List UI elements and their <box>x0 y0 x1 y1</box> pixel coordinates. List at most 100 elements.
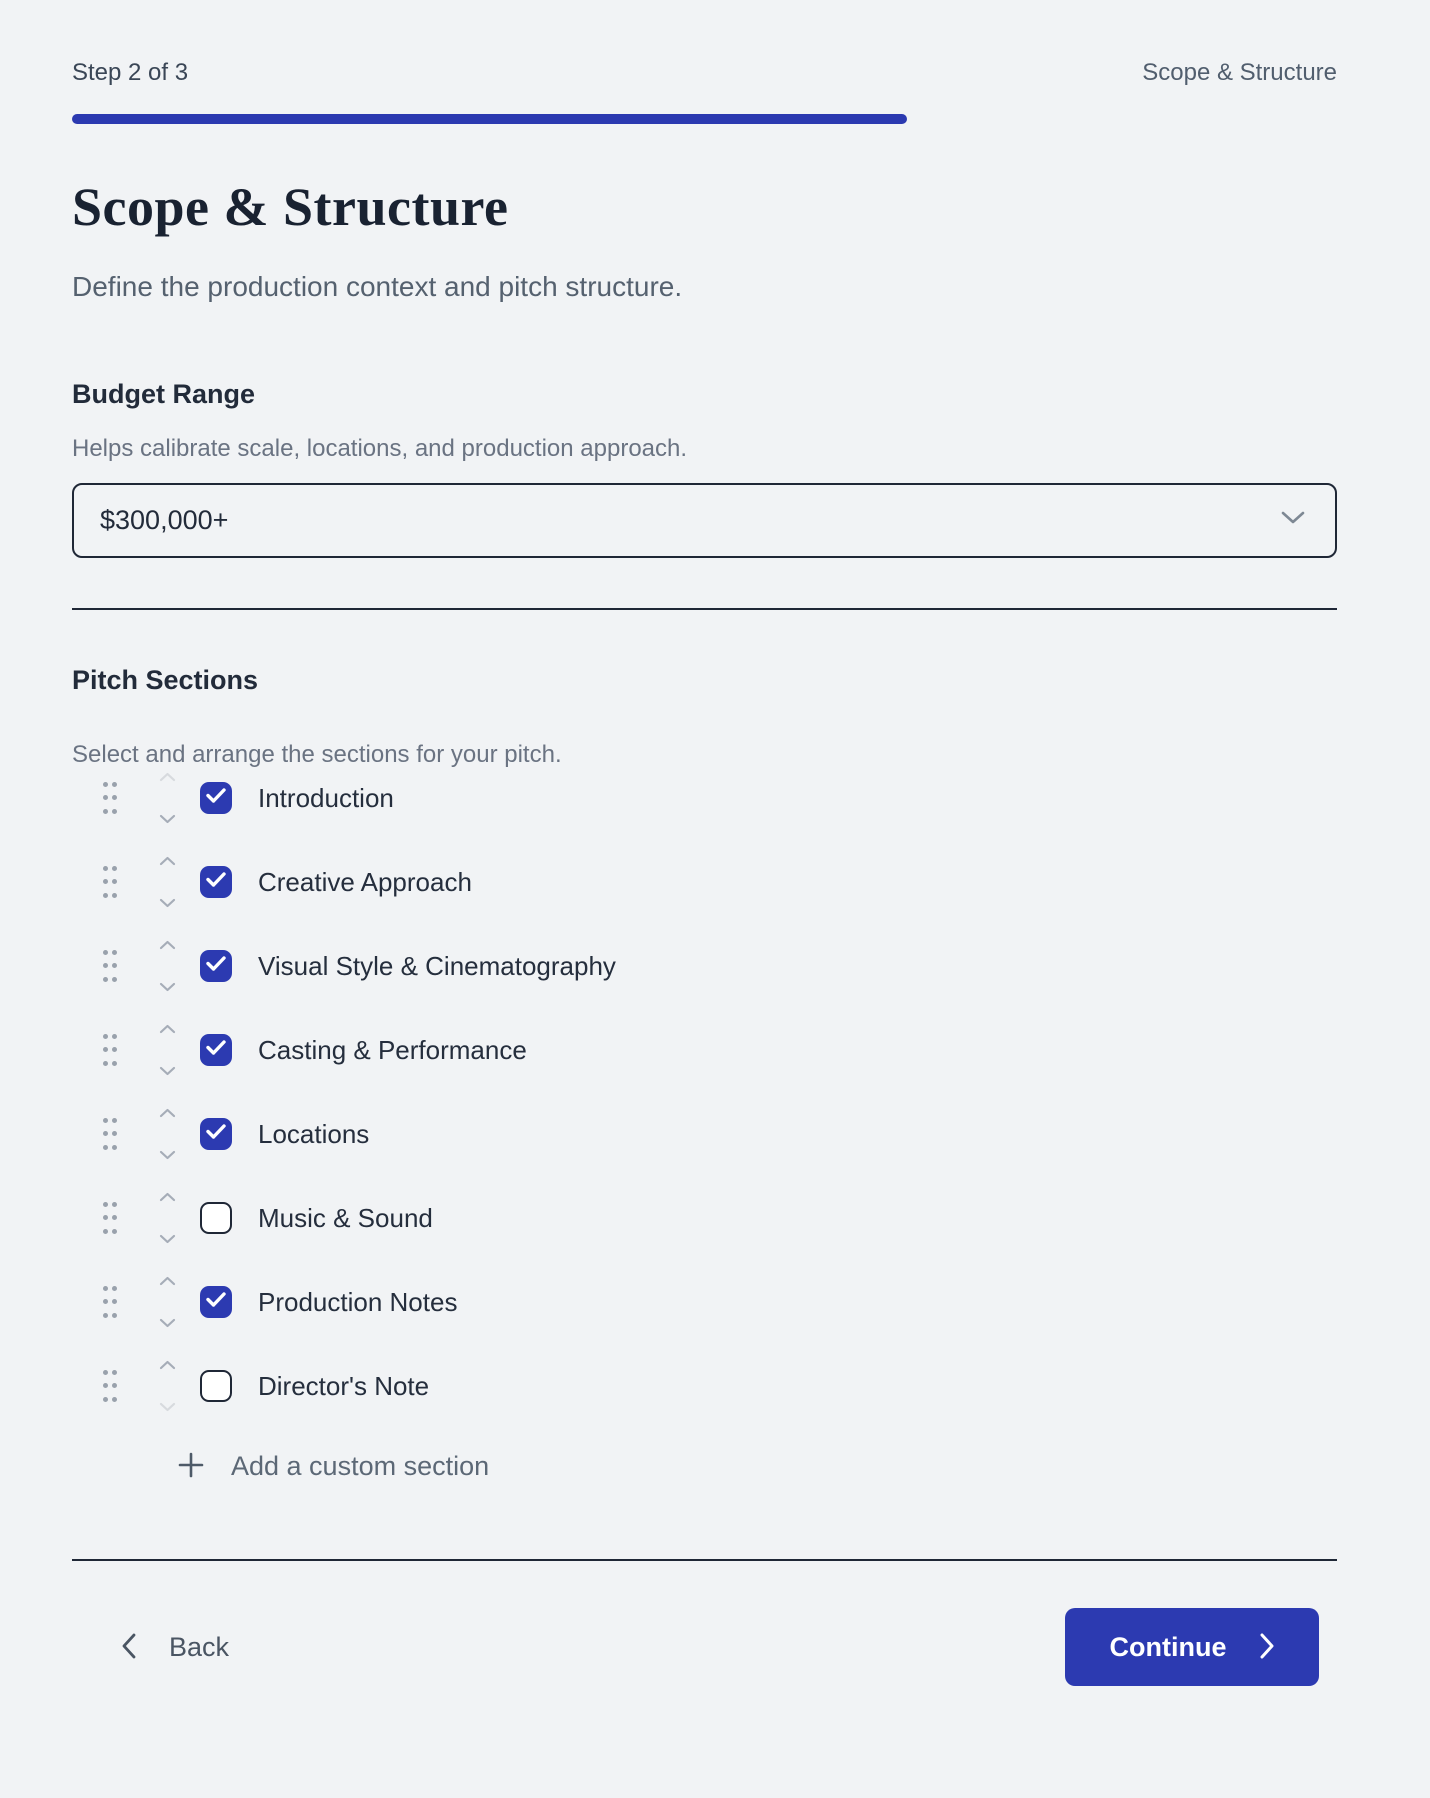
drag-handle-icon[interactable] <box>101 1282 119 1322</box>
move-down-button[interactable] <box>159 1400 176 1414</box>
move-up-button[interactable] <box>159 770 176 784</box>
section-checkbox[interactable] <box>200 1370 232 1402</box>
budget-range-label: Budget Range <box>72 379 256 409</box>
chevron-up-icon <box>159 1190 176 1205</box>
reorder-controls <box>154 1274 180 1330</box>
section-row: Director's Note <box>72 1344 1337 1428</box>
check-icon <box>206 1124 226 1144</box>
section-row: Production Notes <box>72 1260 1337 1344</box>
section-checkbox[interactable] <box>200 1118 232 1150</box>
step-title: Scope & Structure <box>1142 59 1337 86</box>
section-row: Introduction <box>72 756 1337 840</box>
section-checkbox[interactable] <box>200 1034 232 1066</box>
step-indicator: Step 2 of 3 <box>72 59 189 86</box>
back-button-label: Back <box>169 1631 230 1662</box>
chevron-up-icon <box>159 1274 176 1289</box>
back-button[interactable]: Back <box>121 1632 229 1663</box>
continue-button-label: Continue <box>1109 1631 1227 1662</box>
reorder-controls <box>154 1022 180 1078</box>
move-up-button[interactable] <box>159 1358 176 1372</box>
move-down-button[interactable] <box>159 1316 176 1330</box>
progress-bar-fill <box>72 114 907 124</box>
move-down-button[interactable] <box>159 812 176 826</box>
move-up-button[interactable] <box>159 1106 176 1120</box>
section-label: Visual Style & Cinematography <box>258 950 616 981</box>
chevron-right-icon <box>1260 1633 1274 1662</box>
chevron-up-icon <box>159 1022 176 1037</box>
divider <box>72 1559 1337 1561</box>
section-label: Locations <box>258 1118 370 1149</box>
move-up-button[interactable] <box>159 1022 176 1036</box>
wizard-footer: Back Continue <box>72 1608 1337 1686</box>
move-down-button[interactable] <box>159 1064 176 1078</box>
chevron-down-icon <box>159 1148 176 1163</box>
reorder-controls <box>154 1190 180 1246</box>
pitch-sections-label: Pitch Sections <box>72 665 259 695</box>
drag-handle-icon[interactable] <box>101 778 119 818</box>
drag-handle-icon[interactable] <box>101 1198 119 1238</box>
reorder-controls <box>154 1358 180 1414</box>
reorder-controls <box>154 938 180 994</box>
drag-handle-icon[interactable] <box>101 946 119 986</box>
section-label: Director's Note <box>258 1370 430 1401</box>
move-down-button[interactable] <box>159 1232 176 1246</box>
chevron-left-icon <box>121 1632 137 1663</box>
move-down-button[interactable] <box>159 896 176 910</box>
chevron-down-icon <box>1281 511 1305 530</box>
move-up-button[interactable] <box>159 938 176 952</box>
chevron-up-icon <box>159 770 176 785</box>
chevron-down-icon <box>159 1316 176 1331</box>
move-down-button[interactable] <box>159 1148 176 1162</box>
page-subtitle: Define the production context and pitch … <box>72 271 683 302</box>
drag-handle-icon[interactable] <box>101 1366 119 1406</box>
check-icon <box>206 1040 226 1060</box>
check-icon <box>206 788 226 808</box>
section-checkbox[interactable] <box>200 1286 232 1318</box>
budget-range-helper: Helps calibrate scale, locations, and pr… <box>72 435 688 462</box>
drag-handle-icon[interactable] <box>101 862 119 902</box>
divider <box>72 608 1337 610</box>
move-up-button[interactable] <box>159 1274 176 1288</box>
chevron-up-icon <box>159 1106 176 1121</box>
section-row: Creative Approach <box>72 840 1337 924</box>
add-custom-section-label: Add a custom section <box>231 1450 490 1481</box>
chevron-up-icon <box>159 938 176 953</box>
progress-bar <box>72 114 1337 124</box>
move-up-button[interactable] <box>159 1190 176 1204</box>
move-up-button[interactable] <box>159 854 176 868</box>
chevron-down-icon <box>159 980 176 995</box>
check-icon <box>206 1292 226 1312</box>
chevron-up-icon <box>159 854 176 869</box>
chevron-down-icon <box>159 1064 176 1079</box>
drag-handle-icon[interactable] <box>101 1030 119 1070</box>
chevron-down-icon <box>159 812 176 827</box>
add-custom-section-button[interactable]: Add a custom section <box>177 1446 489 1486</box>
continue-button[interactable]: Continue <box>1065 1608 1319 1686</box>
section-row: Visual Style & Cinematography <box>72 924 1337 1008</box>
section-checkbox[interactable] <box>200 1202 232 1234</box>
budget-range-select[interactable]: $300,000+ <box>72 483 1337 558</box>
section-label: Casting & Performance <box>258 1034 527 1065</box>
drag-handle-icon[interactable] <box>101 1114 119 1154</box>
section-label: Introduction <box>258 782 394 813</box>
chevron-up-icon <box>159 1358 176 1373</box>
plus-icon <box>177 1451 205 1482</box>
check-icon <box>206 872 226 892</box>
budget-range-value: $300,000+ <box>100 505 229 535</box>
reorder-controls <box>154 770 180 826</box>
chevron-down-icon <box>159 1232 176 1247</box>
check-icon <box>206 956 226 976</box>
reorder-controls <box>154 854 180 910</box>
section-checkbox[interactable] <box>200 782 232 814</box>
section-row: Locations <box>72 1092 1337 1176</box>
section-checkbox[interactable] <box>200 866 232 898</box>
chevron-down-icon <box>159 896 176 911</box>
section-checkbox[interactable] <box>200 950 232 982</box>
section-label: Music & Sound <box>258 1202 433 1233</box>
move-down-button[interactable] <box>159 980 176 994</box>
reorder-controls <box>154 1106 180 1162</box>
section-row: Music & Sound <box>72 1176 1337 1260</box>
section-row: Casting & Performance <box>72 1008 1337 1092</box>
wizard-header: Step 2 of 3 Scope & Structure <box>72 56 1337 90</box>
